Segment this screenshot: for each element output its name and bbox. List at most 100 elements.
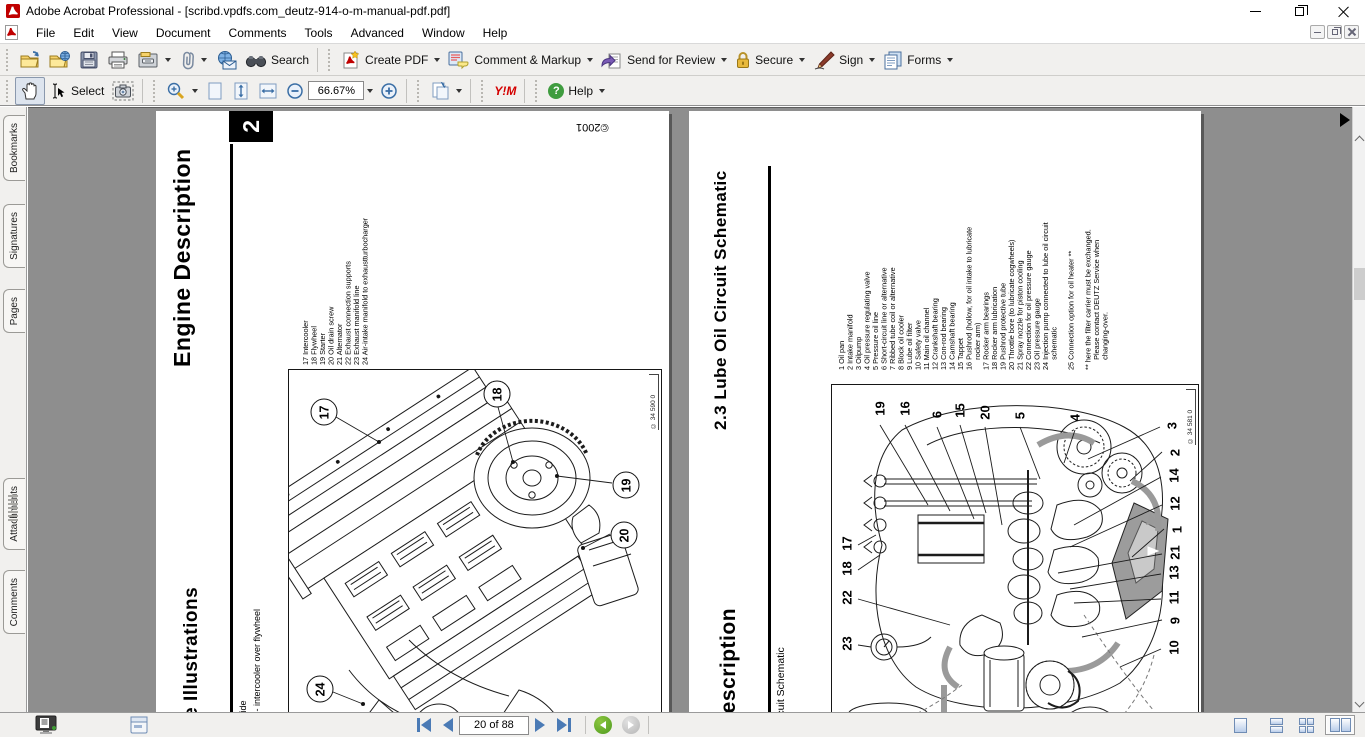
secure-button[interactable]: Secure [731, 47, 809, 73]
last-page-button[interactable] [551, 716, 577, 734]
fit-width-button[interactable] [254, 78, 282, 104]
restore-button[interactable] [1277, 0, 1321, 22]
sign-button[interactable]: Sign [809, 47, 879, 73]
sidebar-tab-signatures[interactable]: Signatures [3, 204, 25, 268]
facing-view-button[interactable] [1325, 715, 1355, 735]
save-button[interactable] [75, 47, 103, 73]
previous-view-button[interactable] [594, 716, 612, 734]
page-number-input[interactable] [459, 716, 529, 735]
view-toolbar: Select [0, 76, 1365, 106]
attach-button[interactable] [175, 47, 211, 73]
toolbar-grip[interactable] [327, 49, 332, 71]
hand-tool-button[interactable] [15, 77, 45, 105]
toolbar-grip[interactable] [5, 80, 10, 102]
next-view-button[interactable] [622, 716, 640, 734]
menu-item-advanced[interactable]: Advanced [342, 23, 413, 43]
collapse-pane-button[interactable] [1340, 113, 1350, 127]
search-button[interactable]: Search [241, 48, 313, 72]
minimize-button[interactable] [1233, 0, 1277, 22]
continuous-view-button[interactable] [1267, 715, 1285, 735]
comment-markup-icon [448, 50, 470, 70]
next-page-icon [535, 718, 545, 732]
toolbar-grip[interactable] [152, 80, 157, 102]
open-button[interactable] [15, 47, 45, 73]
hand-tool-icon [20, 81, 40, 101]
menu-item-document[interactable]: Document [147, 23, 220, 43]
menu-item-edit[interactable]: Edit [64, 23, 103, 43]
right-page-title: 2.3 Lube Oil Circuit Schematic [711, 166, 751, 430]
print-button[interactable] [103, 47, 133, 73]
yim-logo: Y!M [494, 84, 516, 98]
menu-item-view[interactable]: View [103, 23, 147, 43]
previous-page-button[interactable] [437, 716, 459, 734]
zoom-dropdown-icon[interactable] [367, 89, 373, 93]
sidebar-tab-bookmarks[interactable]: Bookmarks [3, 115, 25, 181]
zoom-in-button[interactable] [376, 79, 402, 103]
page-status-icon[interactable] [128, 715, 150, 735]
doc-minimize-button[interactable] [1310, 25, 1325, 39]
email-button[interactable] [211, 47, 241, 73]
select-tool-button[interactable]: Select [45, 79, 108, 103]
fit-height-icon [232, 81, 250, 101]
figure-callout-13: 13 [1167, 565, 1182, 582]
menu-item-file[interactable]: File [27, 23, 64, 43]
menu-item-window[interactable]: Window [413, 23, 474, 43]
first-page-button[interactable] [411, 716, 437, 734]
doc-close-button[interactable] [1344, 25, 1359, 39]
forms-icon [883, 50, 903, 70]
figure-callout-16: 16 [898, 401, 913, 418]
chapter-tab: 2 [229, 111, 273, 142]
send-for-review-button[interactable]: Send for Review [597, 47, 731, 73]
last-page-icon [557, 718, 567, 732]
figure-callout-20: 20 [978, 405, 993, 422]
yim-button[interactable]: Y!M [490, 81, 520, 101]
sidebar-tab-pages[interactable]: Pages [3, 289, 25, 333]
panel-grip[interactable] [8, 495, 18, 521]
binoculars-icon [245, 51, 267, 69]
toolbar-grip[interactable] [416, 80, 421, 102]
menu-item-tools[interactable]: Tools [296, 23, 342, 43]
toolbar-grip[interactable] [534, 80, 539, 102]
comment-markup-button[interactable]: Comment & Markup [444, 47, 597, 73]
single-page-view-button[interactable] [1231, 715, 1249, 735]
scrollbar-thumb[interactable] [1354, 268, 1365, 300]
menu-item-help[interactable]: Help [474, 23, 517, 43]
sidebar-tab-label: Signatures [9, 212, 20, 260]
close-button[interactable] [1321, 0, 1365, 22]
scroll-down-icon[interactable] [1355, 698, 1365, 708]
figure-callout-18: 18 [840, 561, 855, 578]
fit-page-button[interactable] [228, 78, 254, 104]
zoom-tool-button[interactable] [162, 78, 202, 104]
figure-callout-5: 5 [1013, 408, 1028, 422]
vertical-scrollbar[interactable] [1352, 107, 1365, 712]
zoom-level-input[interactable] [308, 81, 364, 100]
create-pdf-button[interactable]: Create PDF [337, 47, 444, 73]
open-web-page-button[interactable] [45, 47, 75, 73]
zoom-out-button[interactable] [282, 79, 308, 103]
dropdown-icon [456, 89, 462, 93]
restore-icon [1295, 7, 1304, 16]
toolbar-separator [470, 79, 471, 103]
organizer-button[interactable] [133, 47, 175, 73]
actual-size-button[interactable] [202, 78, 228, 104]
menu-item-comments[interactable]: Comments [220, 23, 296, 43]
help-label: Help [568, 84, 593, 98]
toolbar-grip[interactable] [5, 49, 10, 71]
file-toolbar: Search Create PDF Comment & Markup Send … [0, 44, 1365, 76]
help-button[interactable]: ? Help [544, 80, 609, 102]
page-display-button[interactable] [426, 78, 466, 104]
facing-icon [1330, 718, 1351, 732]
doc-restore-button[interactable] [1327, 25, 1342, 39]
snapshot-tool-button[interactable] [108, 78, 138, 104]
document-pane[interactable]: 2 Engine Description ©2001 17 Intercoole… [28, 107, 1352, 712]
sidebar-tab-comments[interactable]: Comments [3, 570, 25, 634]
toolbar-grip[interactable] [480, 80, 485, 102]
screen-reading-status-icon[interactable] [34, 715, 60, 735]
forms-button[interactable]: Forms [879, 47, 957, 73]
figure-callout-6: 6 [930, 407, 945, 421]
actual-size-icon [206, 81, 224, 101]
continuous-facing-view-button[interactable] [1297, 715, 1315, 735]
next-page-button[interactable] [529, 716, 551, 734]
scroll-up-icon[interactable] [1355, 136, 1365, 146]
